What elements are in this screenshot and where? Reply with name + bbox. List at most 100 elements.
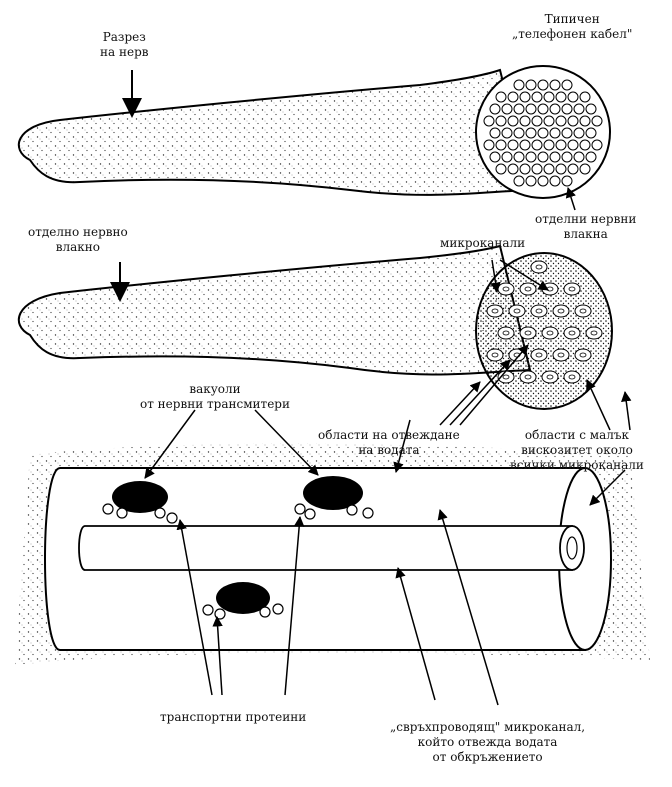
microchannel-core [558, 353, 564, 357]
fiber-circle [580, 164, 590, 174]
microchannel-core [569, 331, 575, 335]
fiber-circle [580, 116, 590, 126]
label-superconducting: „свръхпроводящ" микроканал, който отвежд… [390, 720, 585, 765]
microchannel-core [514, 309, 520, 313]
microchannel-core [536, 309, 542, 313]
microchannel-core [525, 375, 531, 379]
fiber-circle [520, 116, 530, 126]
microchannel-core [503, 287, 509, 291]
label-microchannels: микроканали [440, 236, 525, 251]
fiber-circle [526, 128, 536, 138]
fiber-circle [538, 80, 548, 90]
fiber-circle [508, 92, 518, 102]
fiber-circle [586, 152, 596, 162]
fiber-circle [580, 140, 590, 150]
fiber-circle [496, 164, 506, 174]
fiber-circle [544, 140, 554, 150]
fiber-circle [556, 140, 566, 150]
fiber-circle [538, 176, 548, 186]
fiber-circle [526, 176, 536, 186]
fiber-circle [562, 176, 572, 186]
label-water-regions: области на отвеждане на водата [318, 428, 460, 458]
nerve-fiber-middle [19, 246, 612, 409]
microchannel-core [547, 375, 553, 379]
microchannel-core [492, 309, 498, 313]
fiber-circle [502, 104, 512, 114]
fiber-circle [550, 128, 560, 138]
microchannel-core [525, 287, 531, 291]
microchannel-core [525, 331, 531, 335]
microchannel-core [580, 353, 586, 357]
microchannel-core [569, 287, 575, 291]
label-cable: Типичен „телефонен кабел" [512, 12, 632, 42]
fiber-circle [490, 104, 500, 114]
fiber-circle [484, 116, 494, 126]
fiber-circle [520, 92, 530, 102]
superconducting-microchannel [79, 526, 572, 570]
fiber-circle [508, 164, 518, 174]
fiber-circle [514, 152, 524, 162]
fiber-circle [532, 116, 542, 126]
fiber-circle [490, 152, 500, 162]
fiber-circle [556, 116, 566, 126]
microchannel-core [591, 331, 597, 335]
low-viscosity-arrows [587, 380, 630, 430]
label-fiber: отделно нервно влакно [28, 225, 128, 255]
microchannel-core [503, 375, 509, 379]
fiber-circle [538, 152, 548, 162]
fiber-circle [520, 140, 530, 150]
fiber-circle [562, 104, 572, 114]
fiber-circle [514, 80, 524, 90]
fiber-circle [556, 164, 566, 174]
fiber-circle [568, 92, 578, 102]
microchannel-core [569, 375, 575, 379]
fiber-circle [532, 92, 542, 102]
fiber-circle [550, 176, 560, 186]
fiber-circle [592, 116, 602, 126]
fiber-circle [550, 104, 560, 114]
microchannel-core [580, 309, 586, 313]
microchannel-core [547, 287, 553, 291]
fiber-circle [490, 128, 500, 138]
microchannel-core [503, 331, 509, 335]
label-fibers: отделни нервни влакна [535, 212, 636, 242]
fiber-circle [586, 128, 596, 138]
fiber-longitudinal [15, 444, 650, 665]
fiber-circle [526, 152, 536, 162]
fiber-circle [502, 152, 512, 162]
fiber-circle [562, 128, 572, 138]
fiber-circle [496, 140, 506, 150]
fiber-circle [496, 116, 506, 126]
fiber-circle [532, 164, 542, 174]
fiber-circle [544, 92, 554, 102]
fiber-circle [562, 80, 572, 90]
microchannel-core [536, 265, 542, 269]
microchannel-core [492, 353, 498, 357]
fiber-circle [526, 80, 536, 90]
fiber-circle [544, 164, 554, 174]
fiber-circle [568, 140, 578, 150]
label-vacuoles: вакуоли от нервни трансмитери [140, 382, 290, 412]
fiber-circle [508, 116, 518, 126]
fiber-circle [568, 164, 578, 174]
fiber-circle [514, 128, 524, 138]
microchannel-core [547, 331, 553, 335]
fiber-circle [544, 116, 554, 126]
fiber-circle [580, 92, 590, 102]
label-transport: транспортни протеини [160, 710, 306, 725]
fiber-circle [520, 164, 530, 174]
fiber-circle [550, 80, 560, 90]
fiber-circle [574, 104, 584, 114]
fiber-circle [514, 176, 524, 186]
fiber-circle [484, 140, 494, 150]
fiber-circle [592, 140, 602, 150]
fiber-circle [538, 128, 548, 138]
fiber-circle [508, 140, 518, 150]
fiber-circle [538, 104, 548, 114]
fiber-circle [562, 152, 572, 162]
nerve-bundle-top [19, 66, 610, 198]
microchannel-core [536, 353, 542, 357]
fiber-circle [568, 116, 578, 126]
fiber-circle [502, 128, 512, 138]
